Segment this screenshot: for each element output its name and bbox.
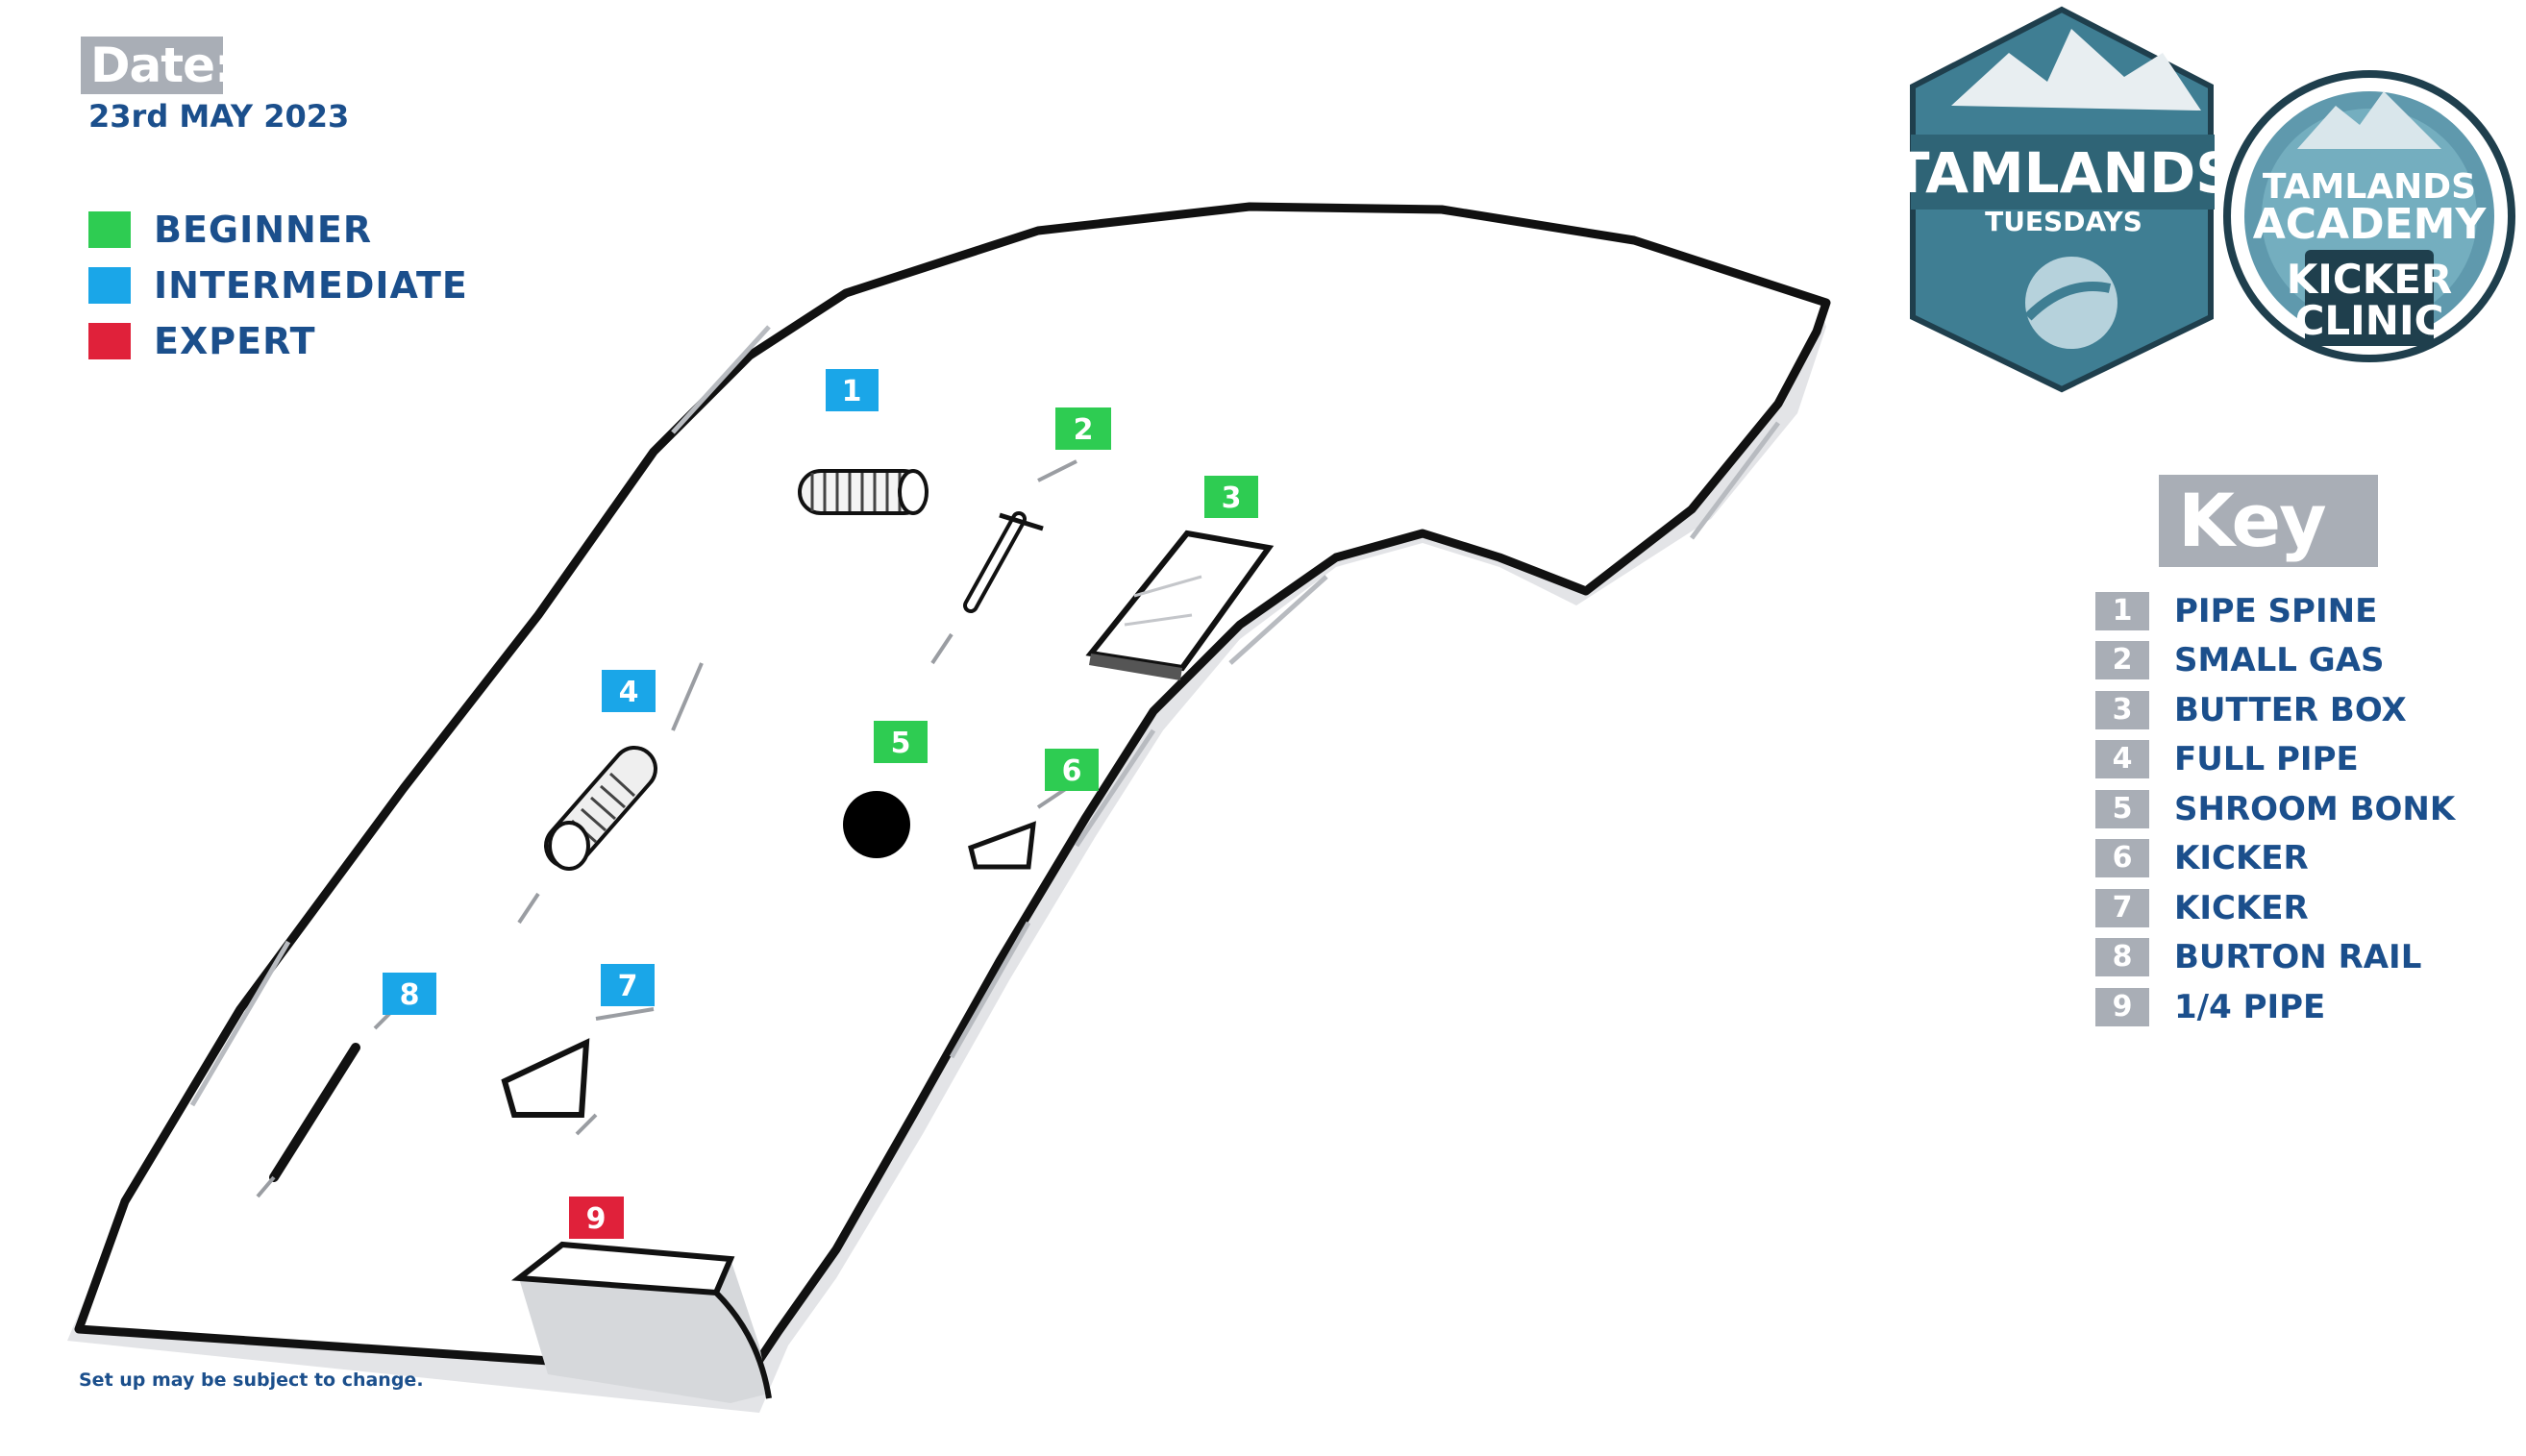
key-item-label: SMALL GAS <box>2174 641 2385 680</box>
feature-tag-1-number: 1 <box>842 375 862 408</box>
logo-academy-line2: ACADEMY <box>2253 200 2488 249</box>
key-title: Key <box>2159 475 2378 567</box>
feature-tag-7: 7 <box>601 964 655 1006</box>
key-item: 3 BUTTER BOX <box>2095 685 2455 735</box>
date-label: Date: <box>81 37 234 94</box>
feature-7-kicker <box>501 1007 655 1136</box>
slope-outline <box>74 202 1831 1379</box>
feature-tag-2-number: 2 <box>1074 413 1094 447</box>
feature-tag-2: 2 <box>1055 407 1111 450</box>
feature-tag-4: 4 <box>602 670 656 712</box>
key-item-number: 5 <box>2095 789 2149 828</box>
feature-tag-9: 9 <box>569 1197 624 1239</box>
legend-label: INTERMEDIATE <box>154 264 468 307</box>
key-item-label: PIPE SPINE <box>2174 591 2378 630</box>
key-item-label: SHROOM BONK <box>2174 789 2456 828</box>
footer-note: Set up may be subject to change. <box>79 1370 424 1391</box>
key-item-number: 8 <box>2095 938 2149 977</box>
feature-tag-3: 3 <box>1204 476 1258 518</box>
key-item-number: 7 <box>2095 888 2149 927</box>
legend-swatch-intermediate <box>88 267 131 304</box>
feature-tag-1: 1 <box>826 369 879 411</box>
legend-swatch-expert <box>88 323 131 359</box>
key-list: 1 PIPE SPINE 2 SMALL GAS 3 BUTTER BOX 4 FULL… <box>2095 586 2455 1032</box>
key-item: 7 KICKER <box>2095 883 2455 933</box>
legend-swatch-beginner <box>88 211 131 248</box>
key-item-number: 6 <box>2095 839 2149 878</box>
key-item-number: 9 <box>2095 987 2149 1026</box>
tamlands-tuesdays-logo: TAMLANDS TUESDAYS <box>1892 6 2236 393</box>
key-item-number: 4 <box>2095 740 2149 779</box>
legend-item-expert: EXPERT <box>88 313 468 369</box>
key-item-label: 1/4 PIPE <box>2174 987 2326 1026</box>
legend-label: BEGINNER <box>154 209 373 251</box>
feature-5-shroom-bonk <box>843 791 910 858</box>
legend-label: EXPERT <box>154 320 316 362</box>
key-item: 4 FULL PIPE <box>2095 735 2455 785</box>
key-item-label: BURTON RAIL <box>2174 938 2422 977</box>
feature-tag-5-number: 5 <box>891 727 911 760</box>
feature-tag-3-number: 3 <box>1222 481 1242 515</box>
key-item: 2 SMALL GAS <box>2095 636 2455 686</box>
key-item: 1 PIPE SPINE <box>2095 586 2455 636</box>
feature-tag-9-number: 9 <box>586 1202 607 1236</box>
feature-tag-5: 5 <box>874 721 928 763</box>
key-item-label: KICKER <box>2174 839 2309 878</box>
logo-tuesdays-line1: TAMLANDS <box>1892 140 2236 206</box>
feature-tag-4-number: 4 <box>619 676 639 709</box>
key-item-number: 3 <box>2095 690 2149 729</box>
slope-sketch-lines <box>189 325 1780 1107</box>
feature-3-butter-box <box>1085 530 1275 680</box>
logo-academy-line3: KICKER <box>2287 256 2453 303</box>
key-item: 9 1/4 PIPE <box>2095 982 2455 1032</box>
feature-6-kicker <box>968 786 1069 870</box>
logo-academy-line1: TAMLANDS <box>2263 167 2476 207</box>
key-item-label: KICKER <box>2174 888 2309 927</box>
feature-tag-8: 8 <box>383 973 436 1015</box>
logo-academy-line4: CLINIC <box>2295 297 2444 344</box>
key-item: 6 KICKER <box>2095 834 2455 884</box>
feature-1-pipe-spine <box>798 469 929 515</box>
key-item-number: 2 <box>2095 641 2149 680</box>
tamlands-academy-logo: TAMLANDS ACADEMY KICKER CLINIC <box>2223 70 2515 362</box>
logo-tuesdays-line2: TUESDAYS <box>1985 206 2142 237</box>
feature-9-quarter-pipe <box>510 1241 772 1403</box>
feature-tag-6: 6 <box>1045 749 1099 791</box>
feature-tag-8-number: 8 <box>400 978 420 1012</box>
feature-tag-7-number: 7 <box>618 970 638 1003</box>
key-item-number: 1 <box>2095 591 2149 630</box>
key-item-label: FULL PIPE <box>2174 740 2359 779</box>
feature-4-full-pipe <box>517 662 704 925</box>
legend-item-intermediate: INTERMEDIATE <box>88 258 468 313</box>
feature-tag-6-number: 6 <box>1062 754 1082 788</box>
feature-2-small-gas <box>930 459 1077 665</box>
key-item: 5 SHROOM BONK <box>2095 784 2455 834</box>
key-item: 8 BURTON RAIL <box>2095 933 2455 983</box>
date-value: 23rd MAY 2023 <box>88 98 350 135</box>
difficulty-legend: BEGINNER INTERMEDIATE EXPERT <box>88 202 468 369</box>
legend-item-beginner: BEGINNER <box>88 202 468 258</box>
key-item-label: BUTTER BOX <box>2174 690 2407 729</box>
